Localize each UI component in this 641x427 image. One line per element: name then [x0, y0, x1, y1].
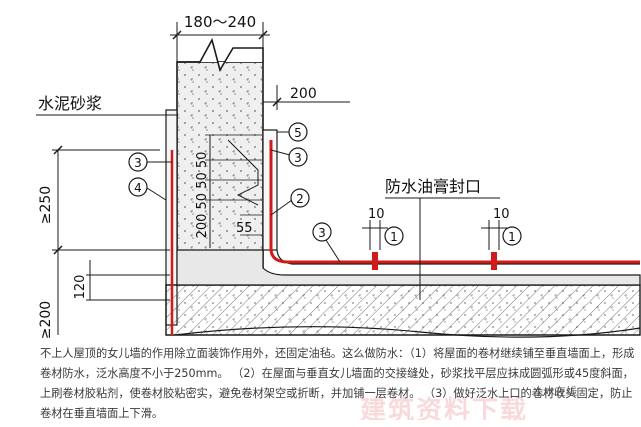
parapet-waterproofing-detail: 180～240 200 水泥砂浆 ≥250 120 ≥200 200 50 50…: [36, 13, 641, 339]
fixing-mark-right: [491, 252, 497, 270]
fixing-mark-left: [372, 252, 378, 270]
marker-3-left-upper: 3: [128, 152, 172, 172]
svg-text:防水油膏封口: 防水油膏封口: [385, 177, 481, 196]
svg-text:200: 200: [290, 86, 317, 102]
marker-5: 5: [277, 122, 308, 142]
dim-wall-width: 180～240: [170, 13, 270, 62]
sealant-callout: 防水油膏封口: [385, 177, 500, 300]
svg-text:3: 3: [134, 156, 142, 170]
ground-line: [174, 326, 641, 338]
watermark-tag: 土木在线: [533, 385, 577, 398]
marker-1-right: 1: [502, 226, 522, 246]
membrane-line: [269, 140, 640, 264]
svg-text:4: 4: [134, 181, 142, 195]
svg-text:1: 1: [390, 230, 398, 244]
marker-4: 4: [128, 177, 167, 201]
roof-layers: [176, 249, 641, 286]
marker-3-roof: 3: [312, 222, 341, 263]
parapet-wall: [176, 37, 264, 278]
svg-text:200 50 50 50: 200 50 50 50: [195, 152, 210, 239]
dim-left: ≥250 120 ≥200: [38, 145, 170, 339]
dim-spacing-left: 10: [362, 207, 388, 250]
svg-text:3: 3: [294, 151, 302, 165]
svg-text:120: 120: [73, 275, 88, 300]
svg-text:10: 10: [493, 207, 510, 222]
marker-2: 2: [270, 188, 310, 216]
dim-flashing-offset: 200: [263, 85, 350, 110]
svg-text:水泥砂浆: 水泥砂浆: [38, 94, 102, 113]
svg-text:55: 55: [236, 221, 253, 236]
caption-text: 不上人屋顶的女儿墙的作用除立面装饰作用外，还固定油毡。这么做防水：（1）将屋面的…: [40, 347, 635, 420]
dim-inner-heights: 200 50 50 50 55: [195, 134, 262, 248]
svg-text:10: 10: [368, 207, 385, 222]
marker-1-left: 1: [384, 226, 404, 246]
watermark: 建筑资料下载: [360, 396, 529, 420]
dim-spacing-right: 10: [481, 207, 510, 250]
svg-text:3: 3: [318, 226, 326, 240]
svg-text:≥250: ≥250: [38, 186, 54, 224]
svg-text:5: 5: [294, 126, 302, 140]
marker-3-upper-right: 3: [270, 147, 308, 167]
svg-text:180～240: 180～240: [184, 13, 256, 31]
cement-mortar-callout: 水泥砂浆: [36, 94, 178, 116]
svg-text:≥200: ≥200: [38, 301, 54, 339]
roof-slab: [165, 284, 641, 336]
svg-text:2: 2: [296, 192, 304, 206]
svg-text:1: 1: [508, 230, 516, 244]
